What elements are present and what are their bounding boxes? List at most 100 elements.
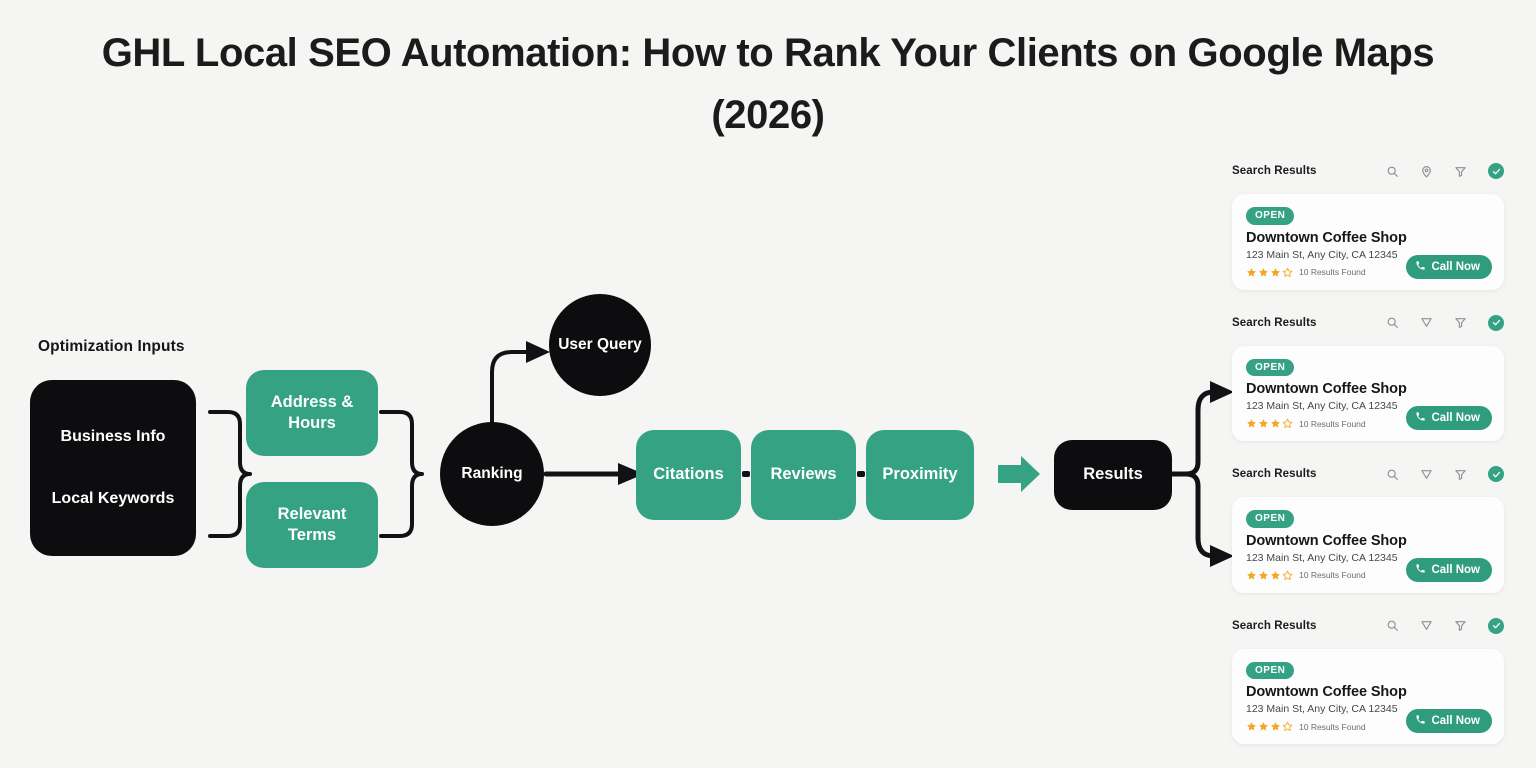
call-now-label: Call Now xyxy=(1431,412,1480,424)
business-name: Downtown Coffee Shop xyxy=(1246,684,1407,700)
business-result-card[interactable]: OPEN Downtown Coffee Shop 123 Main St, A… xyxy=(1232,497,1504,593)
map-pin-icon[interactable] xyxy=(1420,165,1433,178)
call-now-button[interactable]: Call Now xyxy=(1406,709,1492,733)
search-icon[interactable] xyxy=(1386,316,1399,329)
header-icon-row xyxy=(1386,314,1504,331)
rating-stars xyxy=(1246,721,1293,732)
node-factor-reviews[interactable]: Reviews xyxy=(751,430,856,520)
node-relevant-terms[interactable]: Relevant Terms xyxy=(246,482,378,568)
card-footer: 10 Results Found xyxy=(1246,721,1490,732)
node-results[interactable]: Results xyxy=(1054,440,1172,510)
node-business-info-label: Business Info xyxy=(60,427,166,445)
business-name: Downtown Coffee Shop xyxy=(1246,381,1407,397)
search-icon[interactable] xyxy=(1386,165,1399,178)
call-now-label: Call Now xyxy=(1431,563,1480,576)
check-circle-icon[interactable] xyxy=(1488,466,1504,482)
card-footer: 10 Results Found xyxy=(1246,418,1490,429)
star-filled-icon xyxy=(1258,721,1269,732)
business-address: 123 Main St, Any City, CA 12345 xyxy=(1246,248,1398,261)
business-address: 123 Main St, Any City, CA 12345 xyxy=(1246,400,1398,412)
status-badge: OPEN xyxy=(1246,510,1295,528)
funnel-down-icon[interactable] xyxy=(1420,316,1433,329)
search-results-title: Search Results xyxy=(1232,316,1317,329)
status-badge: OPEN xyxy=(1246,358,1295,376)
results-found-count: 10 Results Found xyxy=(1299,418,1366,429)
search-results-panel: Search Results OPEN Downtown Coffee Shop… xyxy=(1232,160,1504,766)
filter-icon[interactable] xyxy=(1454,468,1467,481)
call-now-button[interactable]: Call Now xyxy=(1406,557,1492,582)
business-name: Downtown Coffee Shop xyxy=(1246,229,1407,246)
node-user-query-label: User Query xyxy=(558,335,642,353)
call-now-button[interactable]: Call Now xyxy=(1406,406,1492,430)
search-result-group: Search Results OPEN Downtown Coffee Shop… xyxy=(1232,615,1504,744)
node-optimization-inputs[interactable]: Business Info Local Keywords xyxy=(30,380,196,556)
search-results-header: Search Results xyxy=(1232,615,1504,637)
phone-icon xyxy=(1415,714,1426,728)
green-block-arrow xyxy=(998,456,1040,492)
card-footer: 10 Results Found xyxy=(1246,267,1490,278)
star-filled-icon xyxy=(1246,267,1257,278)
phone-icon xyxy=(1415,260,1426,274)
node-ranking[interactable]: Ranking xyxy=(440,422,544,526)
filter-icon[interactable] xyxy=(1454,619,1467,632)
search-icon[interactable] xyxy=(1386,468,1399,481)
results-found-count: 10 Results Found xyxy=(1299,721,1366,732)
star-filled-icon xyxy=(1246,570,1257,581)
node-factor-citations[interactable]: Citations xyxy=(636,430,741,520)
node-address-hours[interactable]: Address & Hours xyxy=(246,370,378,456)
search-results-header: Search Results xyxy=(1232,312,1504,334)
search-result-group: Search Results OPEN Downtown Coffee Shop… xyxy=(1232,312,1504,441)
star-filled-icon xyxy=(1258,267,1269,278)
star-filled-icon xyxy=(1270,570,1281,581)
call-now-button[interactable]: Call Now xyxy=(1406,254,1492,279)
star-filled-icon xyxy=(1246,418,1257,429)
business-address: 123 Main St, Any City, CA 12345 xyxy=(1246,551,1398,564)
rating-stars xyxy=(1246,570,1293,581)
results-found-count: 10 Results Found xyxy=(1299,570,1366,580)
search-icon[interactable] xyxy=(1386,619,1399,632)
search-results-title: Search Results xyxy=(1232,165,1317,177)
phone-icon xyxy=(1415,563,1426,577)
search-results-title: Search Results xyxy=(1232,468,1317,480)
star-empty-icon xyxy=(1282,418,1293,429)
rating-stars xyxy=(1246,267,1293,278)
status-badge: OPEN xyxy=(1246,661,1295,679)
star-filled-icon xyxy=(1258,570,1269,581)
status-badge: OPEN xyxy=(1246,207,1295,225)
filter-icon[interactable] xyxy=(1454,316,1467,329)
funnel-down-icon[interactable] xyxy=(1420,468,1433,481)
business-result-card[interactable]: OPEN Downtown Coffee Shop 123 Main St, A… xyxy=(1232,194,1504,290)
call-now-label: Call Now xyxy=(1431,715,1480,727)
search-result-group: Search Results OPEN Downtown Coffee Shop… xyxy=(1232,160,1504,290)
business-address: 123 Main St, Any City, CA 12345 xyxy=(1246,703,1398,715)
check-circle-icon[interactable] xyxy=(1488,314,1504,331)
business-result-card[interactable]: OPEN Downtown Coffee Shop 123 Main St, A… xyxy=(1232,648,1504,744)
star-empty-icon xyxy=(1282,721,1293,732)
card-footer: 10 Results Found xyxy=(1246,570,1490,581)
node-user-query[interactable]: User Query xyxy=(549,294,651,396)
phone-icon xyxy=(1415,411,1426,425)
business-result-card[interactable]: OPEN Downtown Coffee Shop 123 Main St, A… xyxy=(1232,345,1504,441)
search-results-title: Search Results xyxy=(1232,619,1317,632)
node-factor-proximity[interactable]: Proximity xyxy=(866,430,974,520)
page-title: GHL Local SEO Automation: How to Rank Yo… xyxy=(101,31,1435,137)
check-circle-icon[interactable] xyxy=(1488,163,1504,179)
business-name: Downtown Coffee Shop xyxy=(1246,532,1407,549)
node-local-keywords-label: Local Keywords xyxy=(51,490,175,507)
call-now-label: Call Now xyxy=(1431,260,1480,273)
star-filled-icon xyxy=(1270,418,1281,429)
star-filled-icon xyxy=(1270,721,1281,732)
star-empty-icon xyxy=(1282,267,1293,278)
search-results-header: Search Results xyxy=(1232,160,1504,182)
star-filled-icon xyxy=(1258,418,1269,429)
search-results-header: Search Results xyxy=(1232,463,1504,485)
filter-icon[interactable] xyxy=(1454,165,1467,178)
star-filled-icon xyxy=(1270,267,1281,278)
check-circle-icon[interactable] xyxy=(1488,617,1504,634)
star-filled-icon xyxy=(1246,721,1257,732)
header-icon-row xyxy=(1386,163,1504,179)
star-empty-icon xyxy=(1282,570,1293,581)
rating-stars xyxy=(1246,418,1293,429)
funnel-down-icon[interactable] xyxy=(1420,619,1433,632)
